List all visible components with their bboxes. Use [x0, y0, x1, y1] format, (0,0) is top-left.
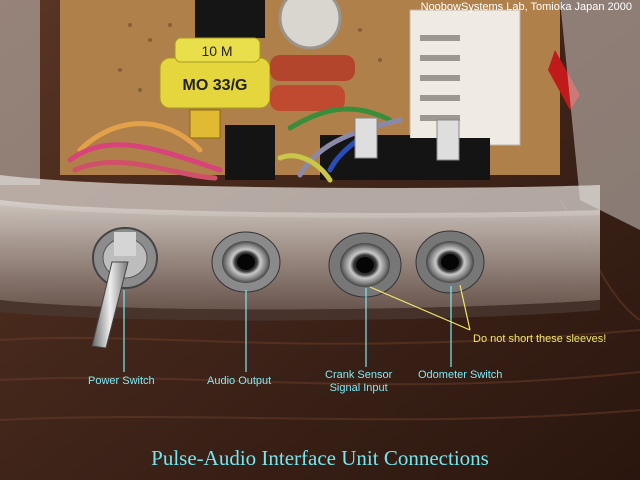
audio-output-label: Audio Output — [207, 375, 272, 387]
warning-lines — [369, 284, 471, 331]
audio-output-jack — [211, 231, 281, 293]
power-switch-label: Power Switch — [88, 375, 155, 387]
header-connector — [225, 125, 275, 180]
crank-sensor-label: Crank Sensor Signal Input — [325, 369, 392, 395]
ic-chip — [195, 0, 265, 38]
svg-text:10 M: 10 M — [201, 43, 232, 59]
crank-sensor-label-line2: Signal Input — [329, 382, 388, 394]
yellow-capacitor: 10 M MO 33/G — [159, 37, 271, 109]
wires — [67, 106, 403, 183]
connector-block — [409, 9, 521, 146]
resistor — [270, 85, 345, 111]
power-switch-hardware — [91, 227, 158, 349]
callout-lines — [123, 286, 452, 372]
svg-text:MO 33/G: MO 33/G — [183, 77, 248, 94]
crank-sensor-label-line1: Crank Sensor — [325, 369, 393, 381]
photo-caption: Pulse-Audio Interface Unit Connections — [151, 446, 489, 470]
box-front-panel — [0, 200, 600, 310]
crank-sensor-jack — [328, 232, 402, 298]
odometer-switch-label: Odometer Switch — [418, 369, 503, 381]
warning-label: Do not short these sleeves! — [473, 333, 607, 345]
credit-text: NoobowSystems Lab, Tomioka Japan 2000 — [420, 1, 632, 13]
resistor — [270, 55, 355, 81]
odometer-switch-jack — [415, 230, 485, 294]
